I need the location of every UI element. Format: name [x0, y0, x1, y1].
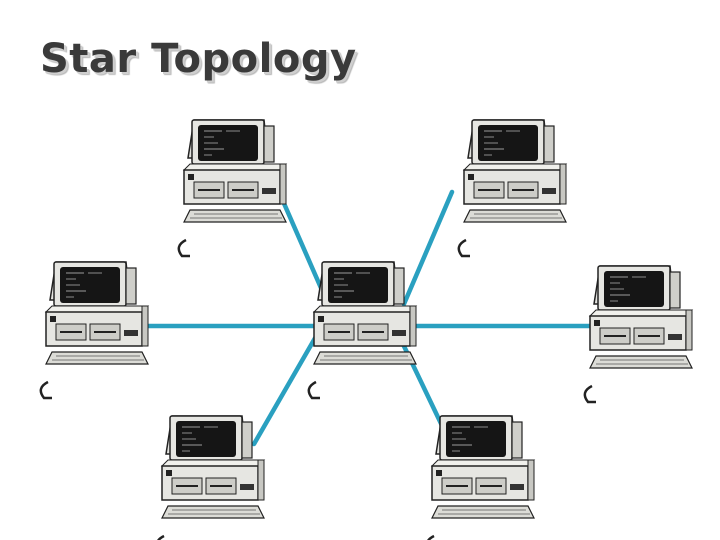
hub-computer-node — [307, 260, 418, 400]
link-hub-to-top-right — [401, 189, 455, 307]
computer-node-top-left — [177, 118, 288, 258]
computer-node-top-right — [457, 118, 568, 258]
desktop-computer-icon — [307, 260, 418, 400]
desktop-computer-icon — [457, 118, 568, 258]
computer-node-middle-left — [39, 260, 150, 400]
desktop-computer-icon — [425, 414, 536, 540]
computer-node-bottom-left — [155, 414, 266, 540]
computer-node-middle-right — [583, 264, 694, 404]
link-hub-to-bottom-left — [251, 323, 325, 447]
desktop-computer-icon — [39, 260, 150, 400]
computer-node-bottom-right — [425, 414, 536, 540]
desktop-computer-icon — [155, 414, 266, 540]
page-title: Star Topology — [40, 36, 357, 82]
desktop-computer-icon — [177, 118, 288, 258]
desktop-computer-icon — [583, 264, 694, 404]
